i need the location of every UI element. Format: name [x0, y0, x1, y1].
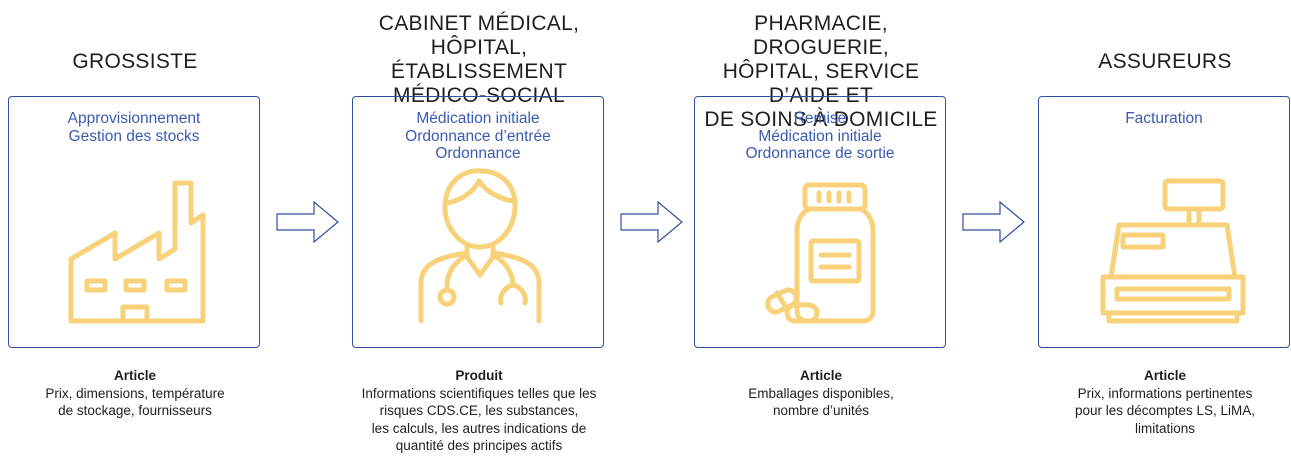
function-item: Gestion des stocks	[68, 127, 200, 145]
data-title: Produit	[455, 368, 503, 383]
data-line: Informations scientifiques telles que le…	[361, 385, 597, 401]
doctor-icon	[418, 168, 542, 324]
function-item: Ordonnance	[435, 145, 521, 162]
heading-line: MÉDICO-SOCIAL	[393, 84, 565, 107]
data-line: Prix, informations pertinentes	[1077, 385, 1253, 401]
arrow-right-icon	[620, 201, 683, 243]
data-line: Emballages disponibles,	[748, 385, 894, 401]
data-block: Produit Informations scientifiques telle…	[342, 367, 616, 455]
data-block: Article Prix, informations pertinentes p…	[1028, 367, 1291, 437]
data-title: Article	[799, 368, 843, 383]
heading-line: CABINET MÉDICAL,	[378, 12, 580, 35]
function-item: Remise	[793, 110, 847, 127]
data-line: risques CDS.CE, les substances,	[379, 403, 579, 418]
heading-line: HÔPITAL, ÉTABLISSEMENT	[390, 36, 568, 83]
stage-box: Facturation	[1038, 96, 1290, 348]
function-item: Approvisionnement	[67, 110, 201, 127]
data-line: pour les décomptes LS, LiMA,	[1074, 403, 1256, 418]
function-list: Médication initiale Ordonnance d’entrée …	[353, 110, 603, 163]
function-item: Médication initiale	[758, 127, 882, 145]
arrow-right-icon	[962, 201, 1025, 243]
data-title: Article	[113, 368, 157, 383]
data-block: Article Prix, dimensions, température de…	[0, 367, 272, 420]
stage-box: Remise Médication initiale Ordonnance de…	[694, 96, 946, 348]
heading-line: GROSSISTE	[72, 50, 198, 73]
heading-line: HÔPITAL, SERVICE D’AIDE ET	[722, 60, 920, 107]
cash-register-icon	[1100, 178, 1246, 324]
function-item: Médication initiale	[416, 110, 540, 127]
heading-line: DE SOINS À DOMICILE	[704, 108, 938, 131]
heading-line: ASSUREURS	[1098, 50, 1232, 73]
factory-icon	[68, 180, 206, 324]
data-title: Article	[1143, 368, 1187, 383]
stage-box: Médication initiale Ordonnance d’entrée …	[352, 96, 604, 348]
function-item: Ordonnance de sortie	[745, 145, 895, 162]
data-line: limitations	[1134, 420, 1196, 436]
data-line: de stockage, fournisseurs	[58, 403, 212, 418]
stage-heading: CABINET MÉDICAL, HÔPITAL, ÉTABLISSEMENT …	[352, 12, 606, 108]
data-block: Article Emballages disponibles, nombre d…	[684, 367, 958, 420]
stage-heading: PHARMACIE, DROGUERIE, HÔPITAL, SERVICE D…	[694, 12, 948, 132]
heading-line: PHARMACIE, DROGUERIE,	[752, 12, 889, 59]
function-item: Ordonnance d’entrée	[405, 127, 551, 145]
function-list: Approvisionnement Gestion des stocks	[9, 110, 259, 145]
data-line: Prix, dimensions, température	[45, 385, 225, 401]
data-line: les calculs, les autres indications de	[371, 420, 587, 436]
data-line: quantité des principes actifs	[395, 438, 563, 453]
stage-heading: ASSUREURS	[1038, 50, 1291, 74]
stage-box: Approvisionnement Gestion des stocks	[8, 96, 260, 348]
data-line: nombre d’unités	[772, 403, 870, 418]
function-list: Remise Médication initiale Ordonnance de…	[695, 110, 945, 163]
arrow-right-icon	[276, 201, 339, 243]
stage-heading: GROSSISTE	[8, 50, 262, 74]
function-list: Facturation	[1039, 110, 1289, 128]
function-item: Facturation	[1125, 110, 1203, 127]
medicine-bottle-icon	[765, 182, 876, 324]
